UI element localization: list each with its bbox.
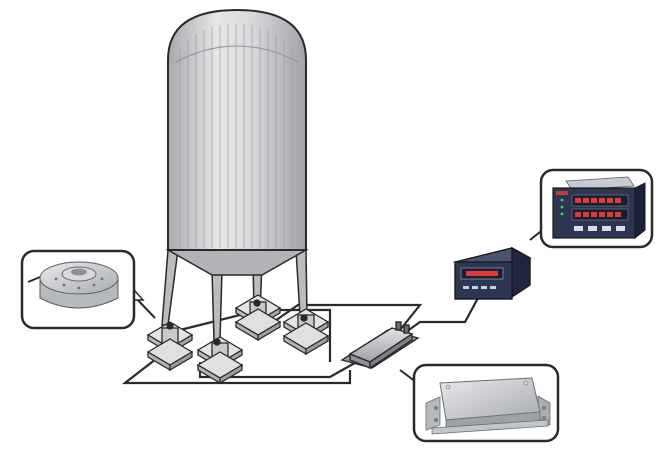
junction-box [340,321,420,370]
silo [165,8,309,276]
indicator-front-panel-icon [552,176,646,240]
pancake-load-cell-icon [27,261,119,309]
indicator-closeup-callout [529,168,654,249]
weighing-indicator [453,246,532,300]
load-cell-closeup-callout [20,249,156,330]
load-cell-mount-2 [196,336,244,385]
load-cell-mount-4 [282,308,330,356]
junction-box-stainless-icon [425,377,551,435]
load-cell-mount-1 [146,321,194,372]
junction-box-closeup-callout [399,363,560,443]
load-cell-mount-3 [234,294,282,342]
